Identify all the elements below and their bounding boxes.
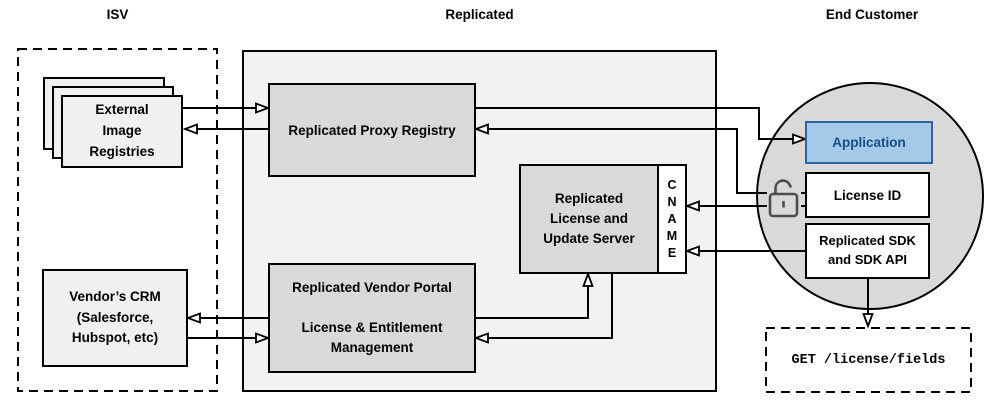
- proxy-registry-node: Replicated Proxy Registry: [268, 83, 476, 177]
- arrowhead-into-proxy-right: [473, 123, 489, 135]
- application-node: Application: [805, 121, 933, 164]
- arrowhead-into-server: [582, 271, 594, 287]
- line-server-to-portal: [488, 273, 613, 339]
- isv-section-header: ISV: [106, 7, 129, 22]
- line-portal-to-server: [475, 286, 589, 319]
- arrowhead-into-cname-upper: [684, 200, 700, 212]
- get-endpoint-box: [765, 327, 972, 393]
- arrowhead-into-crm: [185, 312, 201, 324]
- external-image-registries-node: External Image Registries: [61, 95, 183, 168]
- connector-arrowheads: [182, 102, 874, 344]
- arrowhead-into-portal-left: [255, 332, 271, 344]
- arrowhead-into-proxy-left: [255, 102, 271, 114]
- arrowhead-into-cname-lower: [684, 245, 700, 257]
- get-license-fields-label: GET /license/fields: [791, 352, 946, 368]
- arrowhead-into-registries: [182, 123, 198, 135]
- replicated-sdk-node: Replicated SDK and SDK API: [805, 223, 930, 279]
- arrowhead-into-get: [862, 313, 874, 329]
- vendor-portal-node: Replicated Vendor Portal License & Entit…: [268, 263, 476, 373]
- cname-node: C N A M E: [657, 164, 687, 274]
- end-customer-section-header: End Customer: [825, 7, 919, 22]
- arrowhead-into-portal: [473, 332, 489, 344]
- unlock-icon: [767, 179, 801, 219]
- arrowhead-into-application: [792, 133, 808, 145]
- license-update-server-node: Replicated License and Update Server: [519, 164, 659, 274]
- vendor-crm-node: Vendor’s CRM (Salesforce, Hubspot, etc): [42, 269, 188, 367]
- license-id-node: License ID: [805, 172, 930, 218]
- replicated-section-header: Replicated: [445, 7, 514, 22]
- line-proxy-to-application: [475, 107, 793, 140]
